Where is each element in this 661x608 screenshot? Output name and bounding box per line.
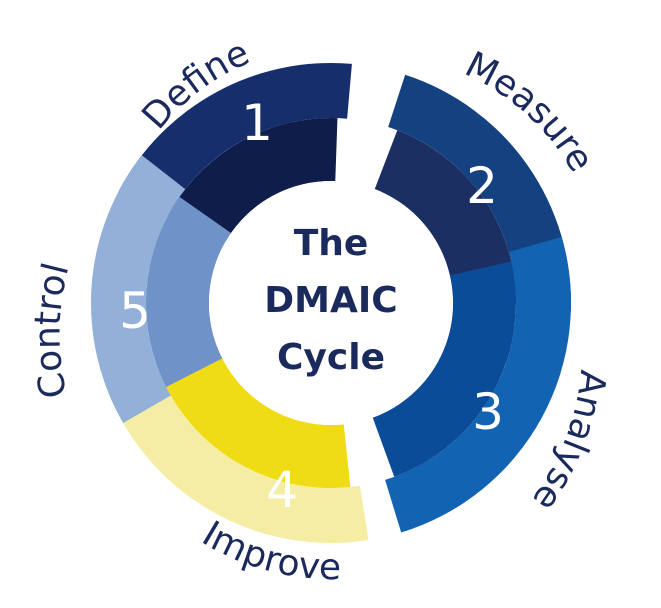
center-title-line-3: Cycle — [277, 337, 385, 378]
phase-number-define: 1 — [241, 94, 273, 152]
phase-number-measure: 2 — [466, 157, 498, 215]
segment-inner-improve — [160, 350, 351, 489]
phase-label-control: Control — [28, 259, 78, 402]
segment-outer-improve — [105, 366, 369, 544]
center-circle — [209, 181, 453, 425]
phase-number-control: 5 — [119, 282, 151, 340]
center-title-line-1: The — [294, 223, 369, 264]
segment-inner-control — [145, 196, 232, 387]
center-title-line-2: DMAIC — [264, 280, 397, 321]
segment-outer-define — [119, 62, 352, 217]
segment-outer-control — [90, 155, 186, 424]
segment-outer-analyse — [385, 236, 571, 533]
segment-inner-define — [172, 117, 338, 241]
phase-number-improve: 4 — [266, 461, 298, 519]
phase-number-analyse: 3 — [472, 383, 504, 441]
segment-inner-analyse — [372, 261, 517, 477]
segment-inner-measure — [374, 130, 516, 301]
segments-group — [90, 62, 571, 544]
